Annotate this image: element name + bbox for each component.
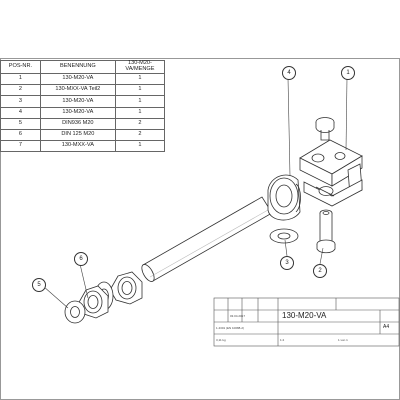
bom-cell: 3	[0, 95, 41, 108]
bom-cell: 2	[114, 117, 166, 130]
bom-cell: DIN 125 M20	[39, 128, 116, 142]
part-3-washer	[269, 228, 299, 244]
tb-sheet: 1 von 1	[338, 338, 348, 342]
tb-material: 1.4301 (EN 10088-2)	[216, 326, 245, 330]
part-5-6-nuts-washers	[64, 271, 143, 324]
bom-cell: 1	[114, 140, 166, 153]
part-7-shaft	[141, 196, 273, 282]
bom-cell: 4	[0, 106, 41, 119]
bom-cell: 130-MXX-VA Teil2	[39, 84, 116, 97]
balloon-4: 4	[282, 66, 296, 80]
bom-header-pos: POS-NR.	[0, 60, 41, 74]
bom-cell: 2	[114, 128, 166, 142]
balloon-3: 3	[280, 256, 294, 270]
bom-cell: 1	[114, 106, 166, 119]
bom-cell: 1	[0, 72, 41, 86]
bom-cell: 130-M20-VA	[39, 95, 116, 108]
bom-header-qty: 130-M20-VA/MENGE	[114, 60, 166, 74]
tb-scale: 1:4	[280, 338, 285, 342]
tb-drawing-name: 130-M20-VA	[282, 311, 327, 320]
part-1-bracket	[299, 139, 363, 207]
part-4-eye-head	[267, 174, 301, 221]
balloon-6: 6	[74, 252, 88, 266]
balloon-2: 2	[313, 264, 327, 278]
balloon-1: 1	[341, 66, 355, 80]
bom-cell: 130-MXX-VA	[39, 140, 116, 153]
bom-cell: 1	[114, 95, 166, 108]
bom-cell: 7	[0, 140, 41, 153]
balloon-5: 5	[32, 278, 46, 292]
bom-cell: 1	[114, 72, 166, 86]
leader-lines	[42, 77, 348, 309]
title-block	[213, 297, 400, 347]
bom-cell: 1	[114, 84, 166, 97]
bom-cell: 6	[0, 128, 41, 142]
bom-header-row: POS-NR. BENENNUNG 130-M20-VA/MENGE	[0, 60, 166, 74]
bom-cell: 2	[0, 84, 41, 97]
tb-date: 03.04.2017	[230, 314, 246, 318]
tb-weight: 3,11 kg	[216, 338, 226, 342]
bom-cell: 130-M20-VA	[39, 106, 116, 119]
bom-cell: 130-M20-VA	[39, 72, 116, 86]
bom-cell: DIN936 M20	[39, 117, 116, 130]
part-2-bolt	[315, 117, 336, 254]
tb-sheet-size: A4	[383, 324, 390, 330]
bom-header-name: BENENNUNG	[39, 60, 116, 74]
bom-cell: 5	[0, 117, 41, 130]
